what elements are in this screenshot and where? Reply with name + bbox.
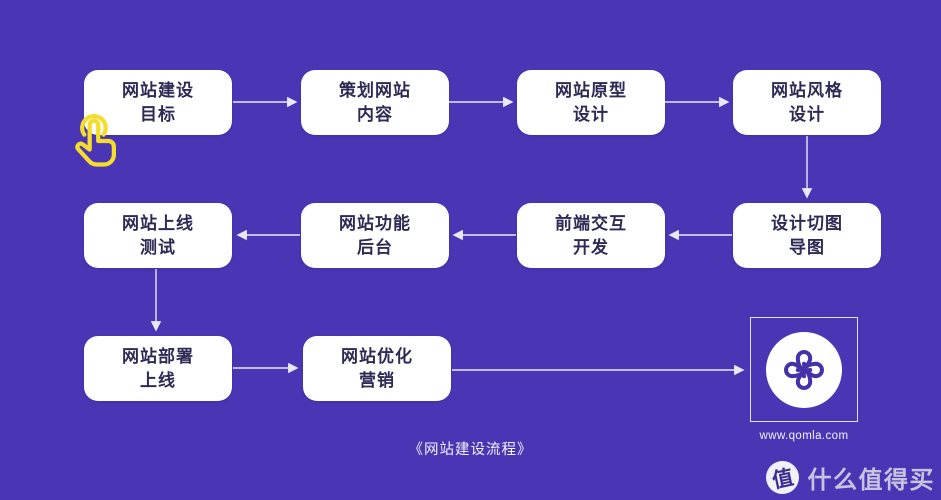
flow-node-label: 营销 <box>359 370 395 390</box>
flow-node-style: 网站风格 设计 <box>733 70 881 135</box>
flow-node-label: 设计 <box>573 104 609 124</box>
flow-node-label: 后台 <box>357 237 393 257</box>
flow-node-backend: 网站功能 后台 <box>301 203 449 268</box>
tap-hand-icon <box>75 114 117 167</box>
flow-node-deploy: 网站部署 上线 <box>84 336 232 401</box>
flow-node-frontend: 前端交互 开发 <box>517 203 665 268</box>
flow-node-label: 导图 <box>789 237 825 257</box>
flow-node-label: 开发 <box>573 237 609 257</box>
flow-node-label: 设计切图 <box>771 213 843 233</box>
flow-node-goal: 网站建设 目标 <box>84 70 232 135</box>
flow-node-label: 网站风格 <box>771 80 843 100</box>
flow-node-label: 上线 <box>140 370 176 390</box>
flow-node-slicing: 设计切图 导图 <box>733 203 881 268</box>
flow-node-label: 网站部署 <box>122 346 194 366</box>
flow-node-label: 设计 <box>789 104 825 124</box>
website-url: www.qomla.com <box>759 430 849 442</box>
flow-node-label: 网站上线 <box>122 213 194 233</box>
watermark-brand-text: 什么值得买 <box>807 467 935 494</box>
watermark: 值 什么值得买 <box>762 457 936 498</box>
flow-node-label: 网站功能 <box>339 213 411 233</box>
flow-node-label: 网站优化 <box>341 346 413 366</box>
flow-node-label: 测试 <box>140 237 176 257</box>
diagram-caption: 《网站建设流程》 <box>408 442 533 458</box>
flow-node-plan: 策划网站 内容 <box>301 70 449 135</box>
flow-node-label: 网站建设 <box>122 80 194 100</box>
flow-node-label: 内容 <box>357 104 393 124</box>
flow-node-label: 前端交互 <box>555 213 627 233</box>
flow-node-label: 目标 <box>140 104 176 124</box>
flow-node-label: 策划网站 <box>339 80 411 100</box>
flow-node-prototype: 网站原型 设计 <box>517 70 665 135</box>
clover-logo-icon <box>784 349 824 390</box>
flow-node-marketing: 网站优化 营销 <box>303 336 451 401</box>
flow-node-test: 网站上线 测试 <box>84 203 232 268</box>
smzdm-badge-icon: 值 <box>762 457 802 498</box>
flow-node-label: 网站原型 <box>555 80 627 100</box>
company-logo-box <box>750 317 858 422</box>
company-logo-circle <box>766 331 842 408</box>
